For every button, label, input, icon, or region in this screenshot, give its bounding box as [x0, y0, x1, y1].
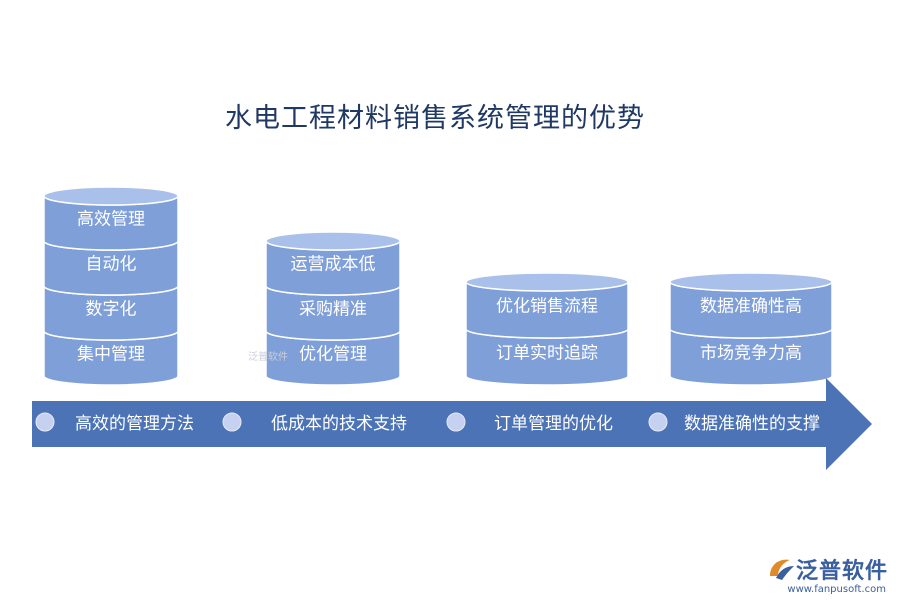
cylinder-label: 自动化: [86, 255, 137, 275]
watermark-logo: 泛普软件: [248, 352, 288, 363]
cylinder-segment: 优化销售流程: [465, 272, 629, 339]
brand-url: www.fanpusoft.com: [787, 584, 886, 595]
page-title: 水电工程材料销售系统管理的优势: [225, 103, 645, 134]
cylinder-label: 高效管理: [77, 210, 145, 230]
cylinder-top: [465, 272, 629, 292]
arrow-item-label: 订单管理的优化: [494, 414, 613, 434]
cylinder-segment: 高效管理: [43, 186, 179, 251]
brand-logo-icon: [769, 559, 794, 580]
arrow-item: 数据准确性的支撑: [648, 412, 820, 434]
bullet-dot: [35, 412, 55, 432]
cylinder-label: 数据准确性高: [700, 297, 802, 317]
cylinder-top: [669, 272, 833, 292]
bullet-dot: [446, 412, 466, 432]
cylinder-label: 订单实时追踪: [496, 344, 598, 364]
cylinder-stack-2: 优化管理 采购精准 运营成本低: [265, 231, 401, 386]
bullet-dot: [222, 412, 242, 432]
cylinder-segment: 数据准确性高: [669, 272, 833, 339]
cylinder-label: 优化管理: [299, 345, 367, 365]
arrow-item: 低成本的技术支持: [222, 412, 407, 434]
arrow-item: 高效的管理方法: [35, 412, 194, 434]
timeline-arrow: 高效的管理方法 低成本的技术支持 订单管理的优化 数据准确性的支撑: [32, 378, 872, 470]
arrow-item-label: 数据准确性的支撑: [684, 414, 820, 434]
cylinder-stack-1: 集中管理 数字化 自动化 高效管理: [43, 186, 179, 386]
cylinder-label: 市场竞争力高: [700, 344, 802, 364]
arrow-item: 订单管理的优化: [446, 412, 613, 434]
arrow-item-label: 低成本的技术支持: [271, 414, 407, 434]
brand-name: 泛普软件: [795, 559, 888, 584]
cylinder-top: [43, 186, 179, 206]
arrow-item-label: 高效的管理方法: [75, 414, 194, 434]
cylinder-label: 优化销售流程: [496, 297, 598, 317]
cylinder-segment: 运营成本低: [265, 231, 401, 296]
cylinder-label: 集中管理: [77, 345, 145, 365]
bullet-dot: [648, 412, 668, 432]
cylinder-label: 运营成本低: [291, 255, 376, 275]
brand-logo: 泛普软件: [766, 553, 888, 585]
cylinder-top: [265, 231, 401, 251]
cylinder-label: 采购精准: [299, 300, 367, 320]
cylinder-label: 数字化: [86, 300, 137, 320]
